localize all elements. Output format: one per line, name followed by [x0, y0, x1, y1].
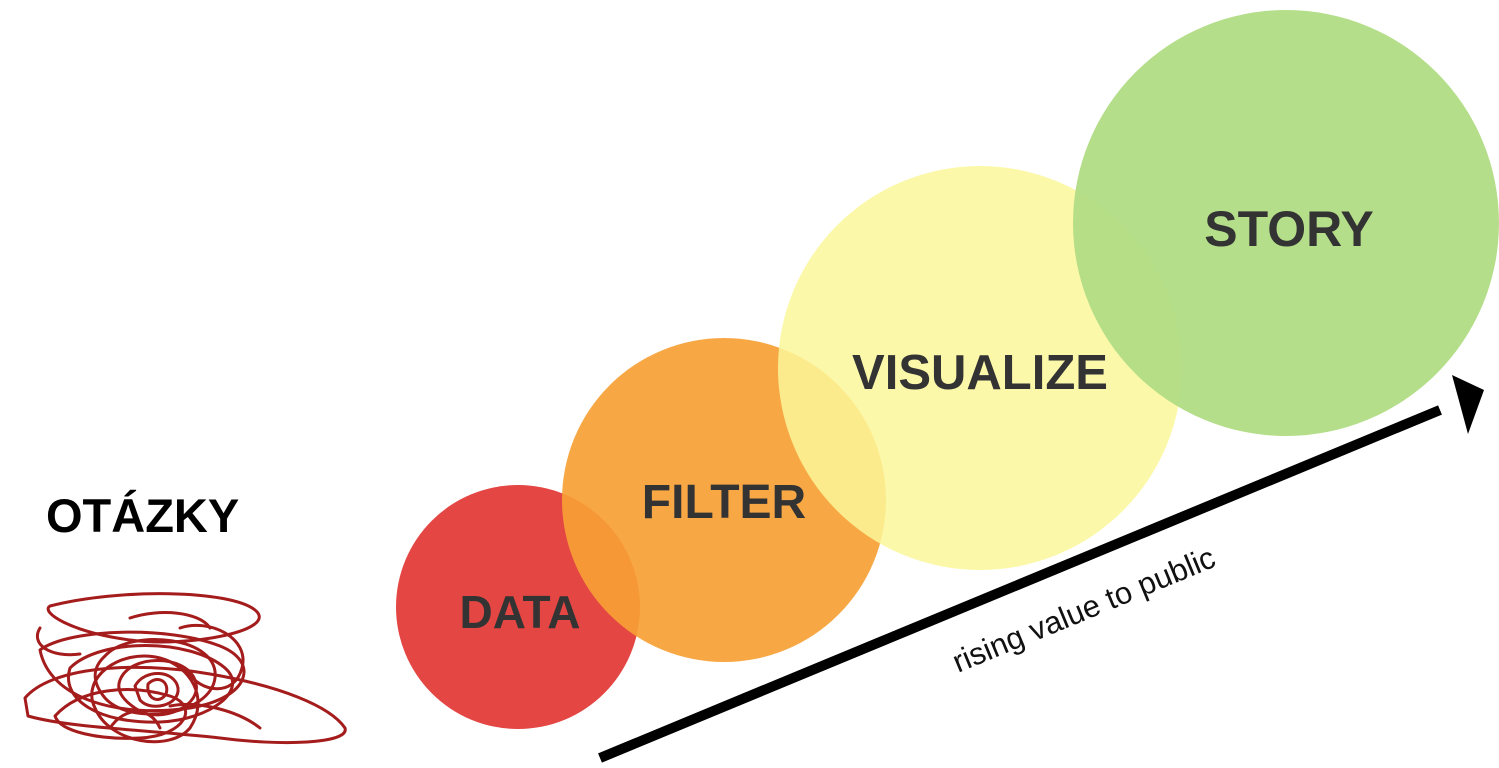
story-circle — [1073, 10, 1499, 436]
visualize-label: VISUALIZE — [852, 346, 1108, 400]
story-label: STORY — [1204, 201, 1373, 257]
data-label: DATA — [460, 586, 581, 638]
filter-label: FILTER — [642, 476, 806, 529]
arrow-head-icon — [1452, 375, 1484, 434]
questions-heading: OTÁZKY — [46, 489, 240, 542]
arrow-shaft — [598, 405, 1442, 763]
rising-arrow — [598, 375, 1484, 763]
scribble-icon — [23, 592, 347, 745]
